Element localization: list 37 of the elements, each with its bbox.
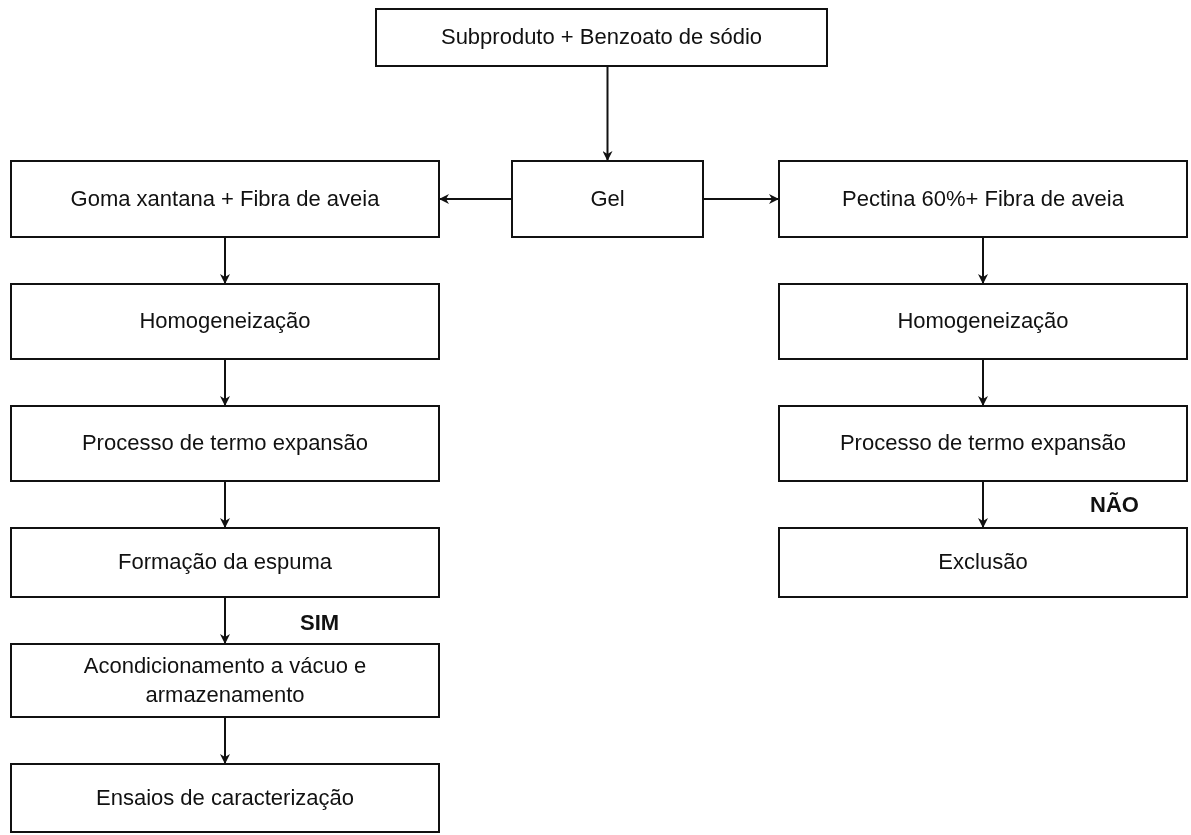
arrow bbox=[220, 237, 230, 284]
arrow bbox=[978, 481, 988, 528]
arrow bbox=[220, 717, 230, 764]
process-box bbox=[778, 527, 1188, 598]
box-label: Pectina 60%+ Fibra de aveia bbox=[842, 184, 1124, 213]
arrow bbox=[978, 237, 988, 284]
box-label: Exclusão bbox=[938, 548, 1028, 577]
arrow bbox=[220, 597, 230, 644]
process-box bbox=[778, 283, 1188, 360]
process-box bbox=[10, 643, 440, 718]
process-box bbox=[10, 405, 440, 482]
box-label: Acondicionamento a vácuo e armazenamento bbox=[82, 651, 368, 709]
arrow bbox=[978, 359, 988, 406]
box-label: Homogeneização bbox=[139, 307, 311, 336]
box-label: Subproduto + Benzoato de sódio bbox=[440, 23, 763, 52]
arrow bbox=[220, 481, 230, 528]
process-box bbox=[10, 763, 440, 833]
arrow bbox=[220, 359, 230, 406]
process-box bbox=[10, 527, 440, 598]
arrow bbox=[602, 66, 613, 161]
process-box bbox=[10, 160, 440, 238]
decision-label: SIM bbox=[300, 610, 340, 636]
arrow bbox=[703, 194, 779, 204]
box-label: Goma xantana + Fibra de aveia bbox=[70, 184, 380, 213]
box-label: Homogeneização bbox=[897, 307, 1069, 336]
box-label: Processo de termo expansão bbox=[81, 429, 369, 458]
process-box bbox=[778, 160, 1188, 238]
box-label: Processo de termo expansão bbox=[839, 429, 1127, 458]
box-label: Gel bbox=[590, 184, 625, 213]
process-box bbox=[511, 160, 704, 238]
box-label: Formação da espuma bbox=[118, 548, 332, 577]
box-label: Ensaios de caracterização bbox=[96, 783, 354, 812]
arrow bbox=[439, 194, 512, 204]
process-box bbox=[10, 283, 440, 360]
process-box bbox=[375, 8, 828, 67]
decision-label: NÃO bbox=[1090, 492, 1139, 518]
process-box bbox=[778, 405, 1188, 482]
